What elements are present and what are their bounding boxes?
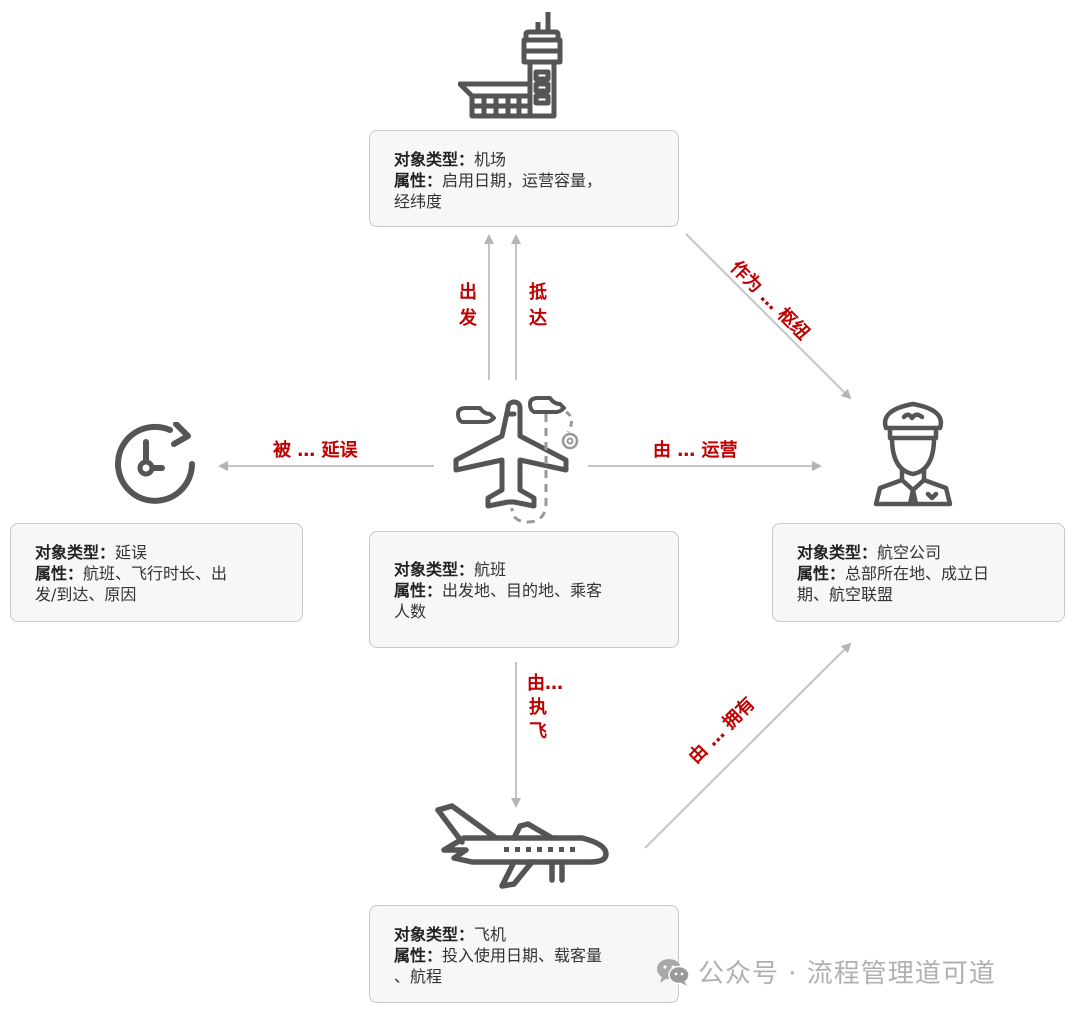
relation-label-delayed-by: 被 … 延误	[273, 440, 358, 461]
node-attrs-flight-1: 出发地、目的地、乘客	[442, 581, 603, 600]
node-box-flight: 对象类型：航班 属性：出发地、目的地、乘客 人数	[369, 531, 679, 648]
arrow-owned-by	[644, 642, 852, 849]
node-box-airline: 对象类型：航空公司 属性：总部所在地、成立日 期、航空联盟	[772, 523, 1065, 622]
relation-label-operated-by: 由 … 运营	[653, 440, 738, 461]
node-type-aircraft: 飞机	[474, 925, 507, 944]
attr-key: 属性：	[394, 171, 443, 190]
attr-key: 属性：	[394, 581, 443, 600]
node-attrs-delay-2: 发/到达、原因	[35, 585, 137, 604]
watermark-text: 公众号 · 流程管理道可道	[698, 959, 996, 989]
attr-key: 属性：	[35, 564, 84, 583]
wechat-icon	[657, 958, 690, 986]
node-attrs-airline-2: 期、航空联盟	[797, 585, 894, 604]
node-box-delay: 对象类型：延误 属性：航班、飞行时长、出 发/到达、原因	[10, 523, 303, 622]
relation-label-flown-by: 由…执飞	[527, 673, 563, 742]
type-key: 对象类型：	[394, 150, 475, 169]
node-attrs-aircraft-2: 、航程	[394, 967, 443, 986]
clock-delay-icon	[115, 422, 195, 504]
watermark: 公众号 · 流程管理道可道	[656, 953, 996, 990]
node-type-airport: 机场	[474, 150, 507, 169]
type-key: 对象类型：	[394, 925, 475, 944]
arrow-hub	[685, 233, 852, 400]
pilot-icon	[873, 401, 953, 507]
node-attrs-airline-1: 总部所在地、成立日	[845, 564, 990, 583]
node-type-flight: 航班	[474, 560, 507, 579]
node-attrs-airport-2: 经纬度	[394, 192, 443, 211]
node-box-airport: 对象类型：机场 属性：启用日期，运营容量， 经纬度	[369, 130, 679, 227]
node-attrs-aircraft-1: 投入使用日期、载客量	[442, 946, 603, 965]
node-type-delay: 延误	[115, 543, 148, 562]
type-key: 对象类型：	[35, 543, 116, 562]
node-attrs-delay-1: 航班、飞行时长、出	[83, 564, 228, 583]
airport-tower-icon	[458, 12, 563, 119]
flight-route-icon	[453, 396, 579, 524]
relation-label-arrive: 抵达	[529, 282, 547, 329]
node-attrs-flight-2: 人数	[394, 602, 427, 621]
node-attrs-airport-1: 启用日期，运营容量，	[442, 171, 603, 190]
airplane-icon	[435, 803, 609, 889]
type-key: 对象类型：	[394, 560, 475, 579]
attr-key: 属性：	[797, 564, 846, 583]
type-key: 对象类型：	[797, 543, 878, 562]
node-type-airline: 航空公司	[877, 543, 942, 562]
node-box-aircraft: 对象类型：飞机 属性：投入使用日期、载客量 、航程	[369, 905, 679, 1003]
relation-label-depart: 出发	[459, 282, 477, 329]
attr-key: 属性：	[394, 946, 443, 965]
